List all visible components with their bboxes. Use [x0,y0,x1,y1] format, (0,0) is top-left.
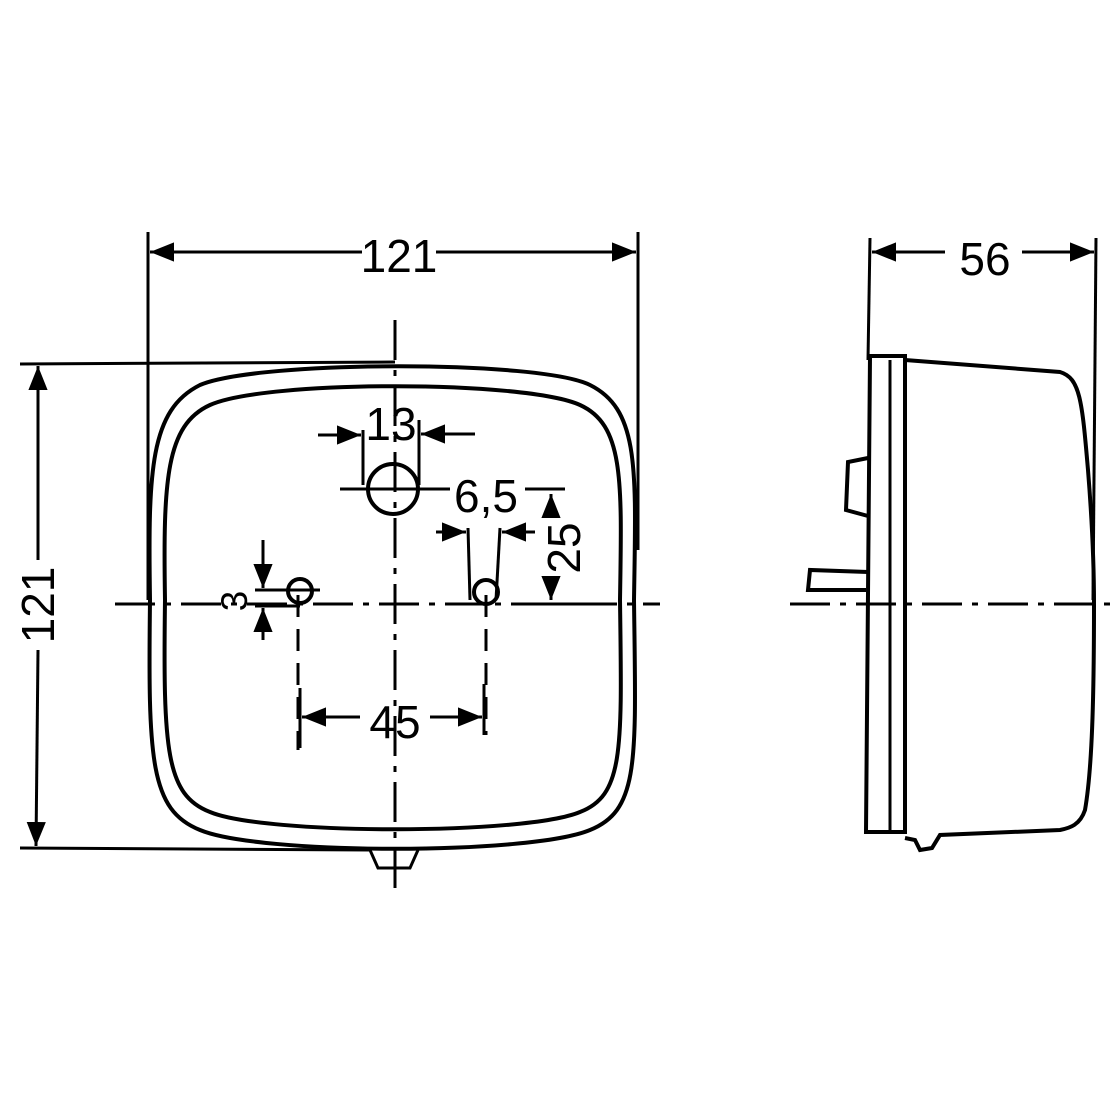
front-view: 121 121 13 6,5 25 [12,230,660,895]
center-hole-dimension: 13 [365,398,416,450]
depth-dimension: 56 [959,233,1010,285]
width-dimension: 121 [361,230,438,282]
height-dimension: 121 [12,567,64,644]
offset-dimension: 6,5 [454,470,518,522]
small-hole-dimension: 3 [214,591,255,611]
side-view: 56 [790,233,1118,853]
mounting-hole-right [472,578,500,606]
hole-spacing-dimension: 45 [369,696,420,748]
vertical-offset-dimension: 25 [538,522,590,573]
